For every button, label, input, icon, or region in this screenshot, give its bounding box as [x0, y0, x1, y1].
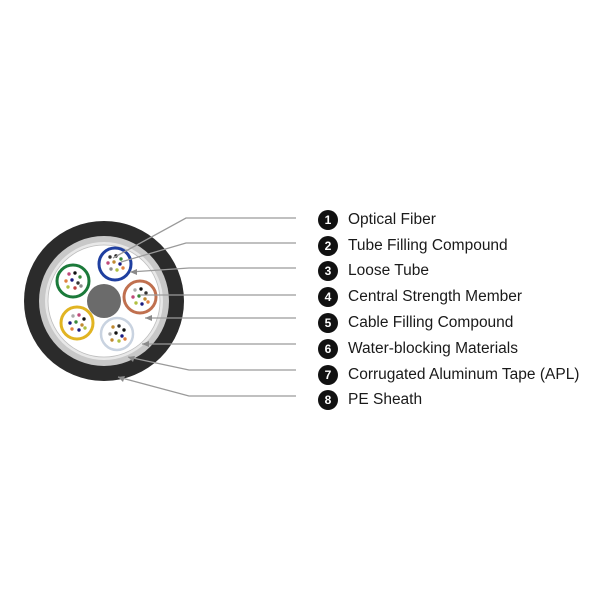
- loose-tube-blue: [97, 246, 133, 282]
- legend-label: Central Strength Member: [348, 288, 523, 306]
- leader-lines: [112, 217, 296, 397]
- number-badge-icon: 7: [318, 364, 338, 385]
- legend-label: Cable Filling Compound: [348, 314, 514, 332]
- number-badge-icon: 1: [318, 209, 338, 230]
- number-badge-icon: 2: [318, 235, 338, 256]
- leader-line-2: [120, 242, 296, 263]
- legend-label: Corrugated Aluminum Tape (APL): [348, 365, 580, 383]
- legend-label: Water-blocking Materials: [348, 339, 518, 357]
- legend-item-tube-filling-compound: 2 Tube Filling Compound: [318, 233, 579, 259]
- optical-fibers: [64, 254, 150, 343]
- legend-item-water-blocking-materials: 6 Water-blocking Materials: [318, 336, 579, 362]
- legend-label: PE Sheath: [348, 391, 423, 409]
- number-badge-icon: 8: [318, 390, 338, 411]
- number-badge-icon: 6: [318, 338, 338, 359]
- leader-line-7: [127, 356, 296, 371]
- legend-item-central-strength-member: 4 Central Strength Member: [318, 284, 579, 310]
- component-legend: 1 Optical Fiber 2 Tube Filling Compound …: [318, 207, 579, 413]
- central-strength-member: [87, 284, 121, 318]
- legend-label: Optical Fiber: [348, 210, 436, 228]
- leader-line-8: [117, 376, 296, 397]
- legend-item-optical-fiber: 1 Optical Fiber: [318, 207, 579, 233]
- leader-line-1: [112, 217, 296, 259]
- legend-item-pe-sheath: 8 PE Sheath: [318, 388, 579, 414]
- legend-item-cable-filling-compound: 5 Cable Filling Compound: [318, 310, 579, 336]
- legend-label: Tube Filling Compound: [348, 236, 508, 254]
- legend-item-corrugated-aluminum-tape: 7 Corrugated Aluminum Tape (APL): [318, 362, 579, 388]
- leader-arrowheads: [118, 269, 152, 382]
- number-badge-icon: 4: [318, 287, 338, 308]
- number-badge-icon: 3: [318, 261, 338, 282]
- legend-item-loose-tube: 3 Loose Tube: [318, 259, 579, 285]
- leader-line-3: [129, 267, 296, 273]
- number-badge-icon: 5: [318, 313, 338, 334]
- legend-label: Loose Tube: [348, 262, 430, 280]
